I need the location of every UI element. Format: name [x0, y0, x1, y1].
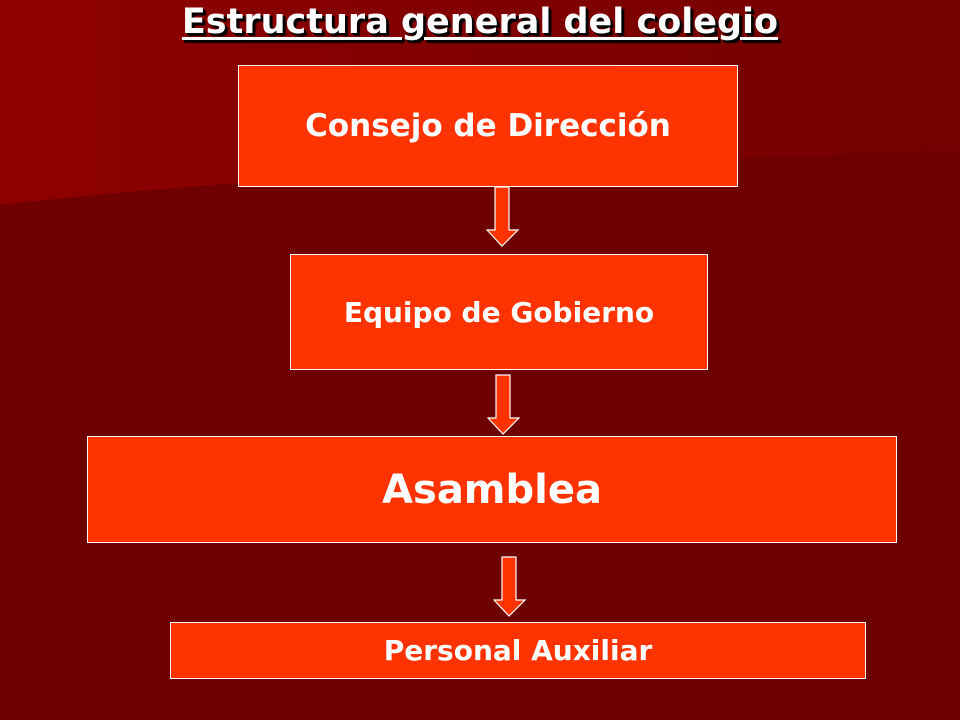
box-asamblea: Asamblea	[87, 436, 897, 543]
box-consejo-de-direccion: Consejo de Dirección	[238, 65, 738, 187]
box-consejo-label: Consejo de Dirección	[305, 108, 671, 144]
box-equipo-de-gobierno: Equipo de Gobierno	[290, 254, 708, 370]
arrow-down-icon	[486, 186, 520, 247]
page-title: Estructura general del colegio	[181, 2, 779, 42]
box-asamblea-label: Asamblea	[382, 466, 602, 513]
box-equipo-label: Equipo de Gobierno	[343, 295, 655, 329]
box-personal-label: Personal Auxiliar	[383, 634, 653, 667]
arrow-down-icon	[493, 556, 527, 617]
box-personal-auxiliar: Personal Auxiliar	[170, 622, 866, 679]
arrow-down-icon	[487, 374, 521, 435]
